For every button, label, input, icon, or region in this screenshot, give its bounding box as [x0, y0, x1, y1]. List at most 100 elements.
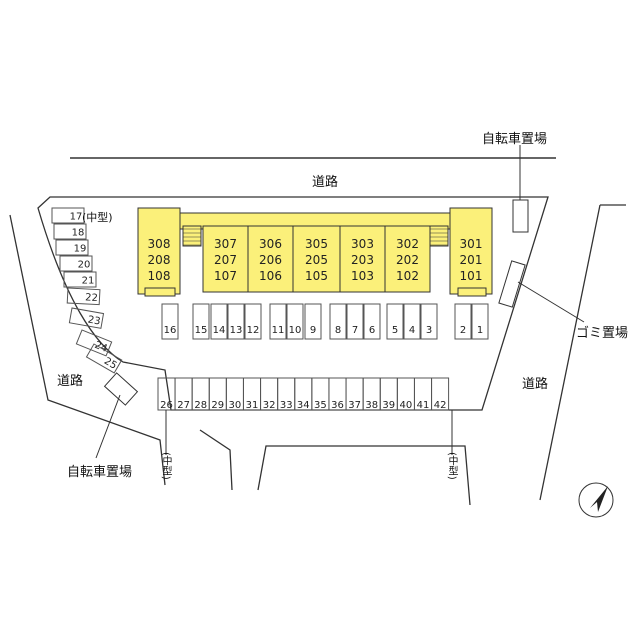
unit-number: 107 — [214, 269, 237, 283]
parking-slot-number: 6 — [369, 325, 375, 336]
unit-number: 307 — [214, 237, 237, 251]
unit-number: 303 — [351, 237, 374, 251]
parking-slot-number: 40 — [400, 400, 413, 411]
north-arrow-icon — [578, 482, 614, 518]
garbage-leader — [517, 281, 585, 323]
road-label-right: 道路 — [522, 377, 549, 392]
parking-slot-number: 39 — [382, 400, 395, 411]
parking-slot-number: 1 — [477, 325, 483, 336]
parking-slot — [431, 377, 450, 411]
parking-slot-number: 22 — [85, 292, 98, 304]
parking-slot — [286, 303, 304, 340]
parking-slot — [386, 303, 404, 340]
parking-slot-number: 28 — [194, 400, 207, 411]
unit-number: 105 — [305, 269, 328, 283]
unit-number: 102 — [396, 269, 419, 283]
parking-slot-number: 26 — [160, 400, 173, 411]
road-label-top: 道路 — [312, 175, 339, 190]
unit-number: 305 — [305, 237, 328, 251]
unit-number: 203 — [351, 253, 374, 267]
parking-slot-number: 7 — [352, 325, 358, 336]
balcony-left — [144, 287, 176, 297]
parking-slot-number: 32 — [263, 400, 276, 411]
parking-slot-number: 10 — [289, 325, 302, 336]
parking-slot — [227, 303, 245, 340]
parking-slot: 21 — [63, 271, 97, 288]
parking-slot — [403, 303, 421, 340]
parking-slot-number: 30 — [229, 400, 242, 411]
parking-slot-number: 19 — [74, 244, 87, 255]
parking-slot-number: 23 — [87, 315, 101, 328]
parking-slot-number: 9 — [310, 325, 316, 336]
apartment-building: 3082081083072071073062061063052051053032… — [137, 207, 493, 297]
road-edge-left — [9, 214, 166, 486]
unit-number: 301 — [460, 237, 483, 251]
parking-slot-number: 24 — [93, 340, 109, 355]
road-edge-bottom — [257, 445, 471, 506]
unit-number: 205 — [305, 253, 328, 267]
road-edge-right — [539, 204, 626, 501]
parking-slot-number: 31 — [246, 400, 259, 411]
parking-slot-number: 35 — [314, 400, 327, 411]
parking-slot — [304, 303, 322, 340]
unit-number: 302 — [396, 237, 419, 251]
parking-slot-number: 38 — [365, 400, 378, 411]
parking-slot — [161, 303, 179, 340]
parking-slot-number: 12 — [247, 325, 260, 336]
parking-slot-number: 42 — [434, 400, 447, 411]
parking-slot-number: 17 — [70, 212, 83, 223]
mid-size-label-17: (中型) — [82, 211, 113, 224]
unit-number: 101 — [460, 269, 483, 283]
bike-parking-label-bottom: 自転車置場 — [67, 465, 133, 480]
parking-slot: 19 — [55, 239, 89, 256]
parking-slot: 20 — [59, 255, 93, 272]
unit-number: 201 — [460, 253, 483, 267]
unit-number: 208 — [148, 253, 171, 267]
parking-slot — [454, 303, 472, 340]
parking-slot: 25 — [85, 343, 123, 374]
bike-parking-left — [103, 372, 139, 406]
parking-slot — [346, 303, 364, 340]
parking-slot-number: 2 — [460, 325, 466, 336]
parking-slot-number: 11 — [272, 325, 285, 336]
parking-slot — [420, 303, 438, 340]
parking-slot-number: 16 — [164, 325, 177, 336]
parking-slot-number: 3 — [426, 325, 432, 336]
unit-number: 202 — [396, 253, 419, 267]
garbage-box — [498, 260, 526, 308]
parking-slot-number: 21 — [82, 276, 95, 287]
parking-slot: 22 — [66, 287, 101, 306]
building-wing-left — [137, 207, 181, 295]
road-label-left: 道路 — [57, 374, 84, 389]
parking-slot — [471, 303, 489, 340]
parking-slot — [329, 303, 347, 340]
unit-number: 206 — [259, 253, 282, 267]
parking-slot-number: 14 — [213, 325, 226, 336]
parking-slot-number: 13 — [230, 325, 243, 336]
unit-column — [384, 225, 431, 293]
parking-slot-number: 20 — [78, 260, 91, 271]
parking-slot-number: 27 — [177, 400, 190, 411]
bike-leader-left — [95, 394, 121, 459]
unit-number: 308 — [148, 237, 171, 251]
parking-slot: 23 — [68, 307, 105, 329]
unit-number: 207 — [214, 253, 237, 267]
balcony-right — [457, 287, 487, 297]
bike-parking-label-top: 自転車置場 — [482, 132, 548, 147]
mid-size-label-42: (中型) — [446, 452, 457, 480]
parking-slot — [244, 303, 262, 340]
road-edge-bottom-left — [199, 429, 233, 491]
parking-slot-number: 36 — [331, 400, 344, 411]
parking-slot — [269, 303, 287, 340]
bike-parking-top — [512, 199, 529, 233]
parking-slot-number: 8 — [335, 325, 341, 336]
unit-number: 106 — [259, 269, 282, 283]
unit-number: 108 — [148, 269, 171, 283]
parking-slot-number: 41 — [417, 400, 430, 411]
parking-slot-number: 15 — [195, 325, 208, 336]
parking-slot: 17 — [51, 207, 85, 224]
unit-column — [292, 225, 341, 293]
